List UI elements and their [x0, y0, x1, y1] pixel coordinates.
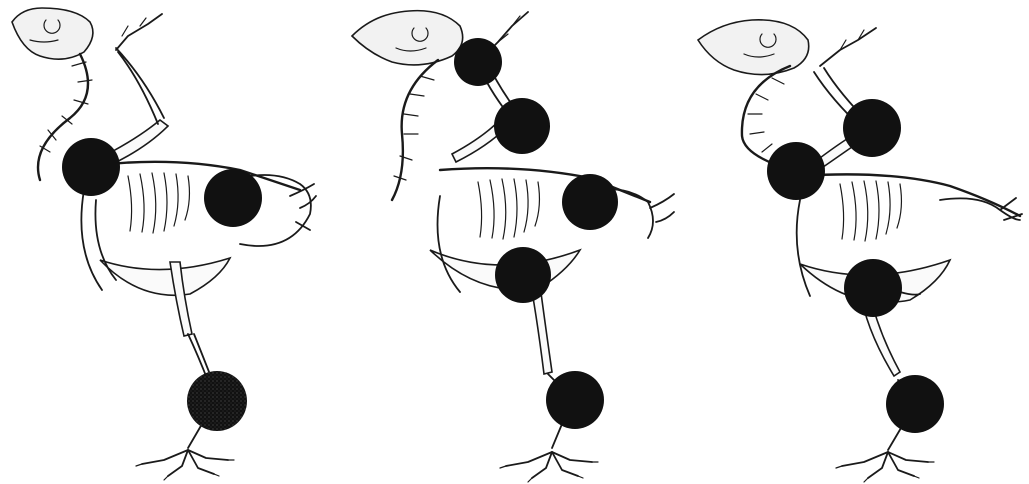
skull [352, 11, 463, 65]
marker-wing-elbow [494, 98, 550, 154]
neck-vertebrae [392, 60, 438, 200]
marker-knee [495, 247, 551, 303]
marker-hip [562, 174, 618, 230]
panel-pose-1 [12, 8, 316, 480]
skull [698, 20, 809, 75]
marker-hip [204, 169, 262, 227]
panel-pose-3 [698, 20, 1022, 482]
marker-neck-base [62, 138, 120, 196]
marker-wing-wrist [454, 38, 502, 86]
marker-ankle [187, 371, 247, 431]
marker-ankle [886, 375, 944, 433]
marker-neck-base [767, 142, 825, 200]
marker-knee [844, 259, 902, 317]
panel-pose-2 [352, 11, 674, 482]
marker-wing-elbow [843, 99, 901, 157]
marker-ankle [546, 371, 604, 429]
